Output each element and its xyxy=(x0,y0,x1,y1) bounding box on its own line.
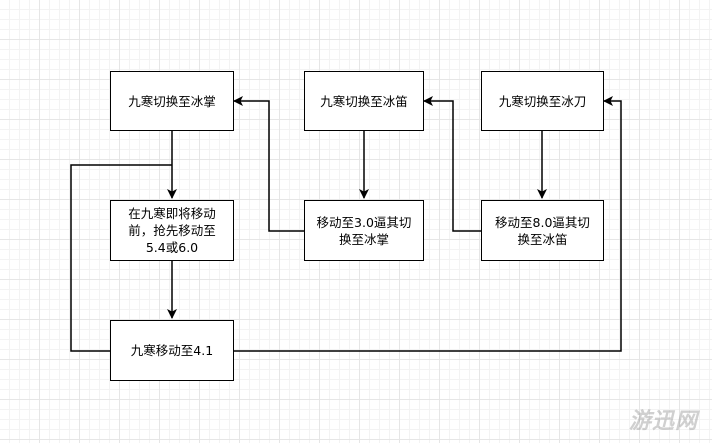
node-switch-bingzhang: 九寒切换至冰掌 xyxy=(110,71,234,131)
node-pre-move: 在九寒即将移动前，抢先移动至 5.4或6.0 xyxy=(110,200,234,261)
edge-move80-to-bingdi xyxy=(423,96,481,232)
node-switch-bingdao: 九寒切换至冰刀 xyxy=(481,71,604,131)
node-switch-bingdi: 九寒切换至冰笛 xyxy=(304,71,424,131)
node-move-4-1: 九寒移动至4.1 xyxy=(110,320,234,381)
edge-move41-to-bingdao xyxy=(234,96,622,352)
edge-move30-to-bingzhang xyxy=(233,96,304,232)
node-move-3-0: 移动至3.0逼其切 换至冰掌 xyxy=(304,200,424,261)
edge-move41-loop-to-premove xyxy=(70,164,172,352)
node-move-8-0: 移动至8.0逼其切 换至冰笛 xyxy=(481,200,604,261)
watermark-logo: 游迅网 xyxy=(628,409,698,434)
